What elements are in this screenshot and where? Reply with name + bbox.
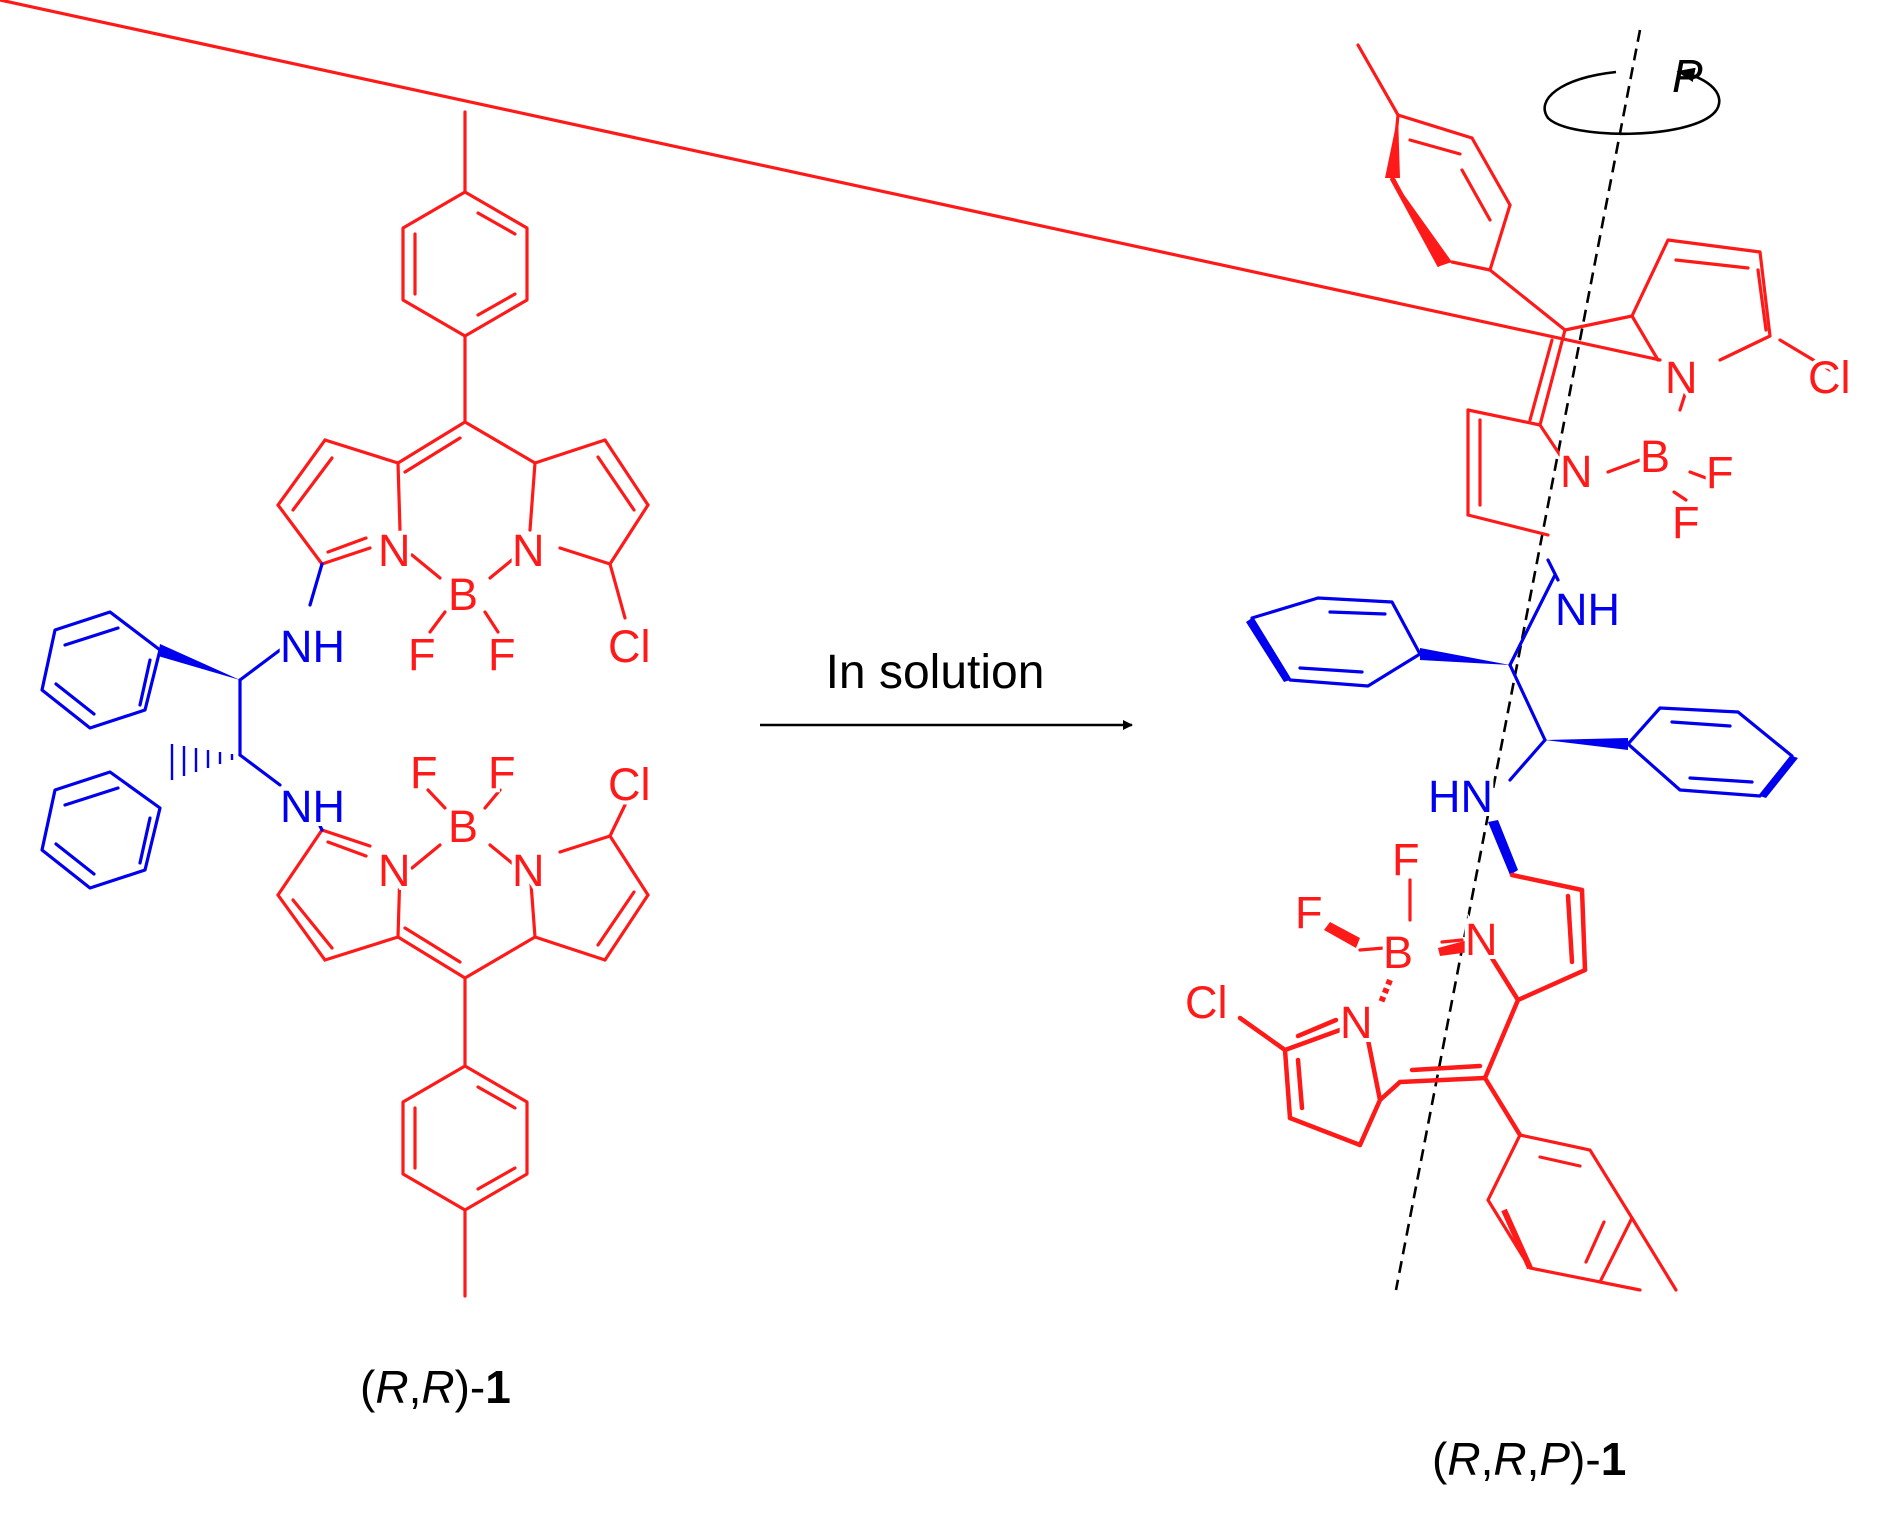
reaction-arrow-group: In solution xyxy=(760,646,1133,730)
left-top-f1: F xyxy=(408,629,436,680)
left-top-bodipy-bonds xyxy=(276,110,650,634)
left-top-f2: F xyxy=(488,629,516,680)
right-diamine-bonds xyxy=(1250,558,1794,798)
left-caption: (R,R)-1 xyxy=(360,1361,511,1413)
right-atom-labels: N N B F F Cl NH HN F F B N N Cl xyxy=(1181,348,1855,1052)
left-bot-cl: Cl xyxy=(608,759,651,810)
left-nh-bottom: NH xyxy=(280,781,345,832)
right-diamine-wedge1 xyxy=(1420,648,1510,665)
left-bot-n1: N xyxy=(378,845,411,896)
right-top-b: B xyxy=(1640,431,1670,482)
right-bot-f1: F xyxy=(1392,834,1420,885)
right-hn-bottom: HN xyxy=(1428,771,1493,822)
left-bot-f1: F xyxy=(410,747,438,798)
right-bot-b: B xyxy=(1383,927,1413,978)
helicity-label: P xyxy=(1672,50,1703,102)
left-atom-labels: NH NH N N B F F Cl F F B N N Cl xyxy=(276,521,655,900)
right-nh-top: NH xyxy=(1555,584,1620,635)
left-bot-f2: F xyxy=(488,747,516,798)
right-top-n1: N xyxy=(1665,352,1698,403)
right-top-wedge2 xyxy=(1392,178,1452,266)
left-diamine-bonds xyxy=(40,562,324,890)
right-bf-wedge xyxy=(1324,922,1360,948)
right-hn-wedge xyxy=(1488,820,1518,875)
left-hash-bond xyxy=(170,744,234,780)
right-bot-cl: Cl xyxy=(1185,977,1228,1028)
right-caption: (R,R,P)-1 xyxy=(1432,1433,1626,1485)
left-top-b: B xyxy=(448,569,478,620)
right-bot-n2: N xyxy=(1340,997,1373,1048)
right-top-cl: Cl xyxy=(1808,352,1851,403)
right-bottom-thin-bonds xyxy=(1358,878,1678,1292)
left-top-cl: Cl xyxy=(608,621,651,672)
right-bot-n1: N xyxy=(1465,914,1498,965)
left-wedge-bond xyxy=(158,644,240,680)
right-molecule-structure: P xyxy=(0,0,1851,1485)
right-b-n-wedge xyxy=(1438,940,1470,956)
left-bot-b: B xyxy=(448,801,478,852)
right-bot-f2: F xyxy=(1295,887,1323,938)
right-top-f2: F xyxy=(1672,497,1700,548)
left-top-n1: N xyxy=(378,525,411,576)
right-top-wedge xyxy=(1385,115,1400,178)
left-bot-n2: N xyxy=(512,845,545,896)
right-diamine-wedge4 xyxy=(1760,756,1798,798)
left-nh-top: NH xyxy=(280,621,345,672)
helicity-rotation-arrow xyxy=(1543,67,1721,136)
reaction-condition: In solution xyxy=(826,646,1045,699)
right-top-n2: N xyxy=(1560,446,1593,497)
left-top-n2: N xyxy=(512,525,545,576)
left-molecule-structure: NH NH N N B F F Cl F F B N N Cl (R,R)-1 xyxy=(40,110,655,1413)
right-diamine-wedge3 xyxy=(1246,618,1290,682)
right-diamine-wedge2 xyxy=(1545,738,1628,750)
left-bottom-bodipy-bonds xyxy=(276,788,650,1298)
right-top-bodipy-bonds xyxy=(0,0,1832,537)
right-bottom-bodipy-bonds xyxy=(1237,872,1588,1148)
right-top-f1: F xyxy=(1706,447,1734,498)
